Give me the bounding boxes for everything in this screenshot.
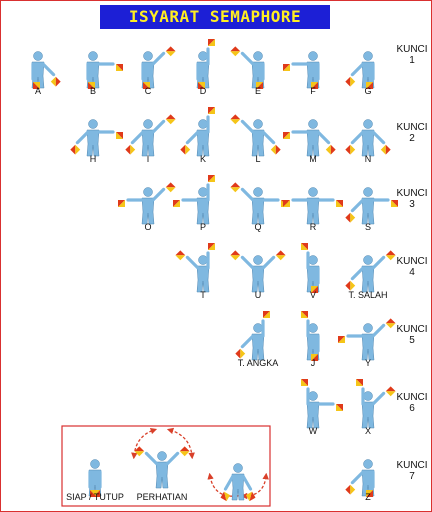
semaphore-figure: M (283, 119, 336, 164)
semaphore-figure (220, 463, 256, 502)
semaphore-figure: I (125, 114, 176, 164)
kunci-word: KUNCI (396, 256, 427, 267)
figure-label: G (364, 86, 371, 96)
figure-label: E (255, 86, 261, 96)
semaphore-figure: S (345, 187, 398, 232)
semaphore-figure: T (175, 243, 215, 300)
figure-label: F (310, 86, 316, 96)
kunci-word: KUNCI (396, 324, 427, 335)
semaphore-figure: C (141, 46, 176, 96)
semaphore-figure: H (70, 119, 123, 164)
figure-label: W (309, 426, 318, 436)
kunci-word: KUNCI (396, 44, 427, 55)
kunci-number: 4 (409, 267, 415, 278)
semaphore-figure: N (345, 119, 391, 164)
figure-label: Z (365, 492, 371, 502)
kunci-word: KUNCI (396, 392, 427, 403)
kunci-number: 5 (409, 335, 415, 346)
figure-label: Q (254, 222, 261, 232)
figure-label: Y (365, 358, 371, 368)
figure-label: L (255, 154, 260, 164)
figure-label: M (309, 154, 317, 164)
figure-label: X (365, 426, 371, 436)
figure-label: N (365, 154, 372, 164)
motion-arrows (131, 427, 269, 500)
figure-label: P (200, 222, 206, 232)
figure-label: H (90, 154, 97, 164)
semaphore-figure: X (356, 379, 396, 436)
figure-label: T (200, 290, 206, 300)
semaphore-figure: T. ANGKA (235, 311, 278, 368)
figure-label: J (311, 358, 316, 368)
figure-label: A (35, 86, 41, 96)
semaphore-figure: Z (345, 459, 375, 502)
figure-label: V (310, 290, 316, 300)
kunci-word: KUNCI (396, 460, 427, 471)
semaphore-figure: P (173, 175, 215, 232)
semaphore-figure: T. SALAH (345, 250, 396, 300)
figure-label: R (310, 222, 317, 232)
figure-label: T. SALAH (348, 290, 387, 300)
semaphore-figure: A (31, 51, 61, 96)
semaphore-figure: V (301, 243, 320, 300)
semaphore-figure: U (230, 250, 286, 300)
figure-label: C (145, 86, 152, 96)
semaphore-figure: K (180, 107, 215, 164)
kunci-number: 3 (409, 199, 415, 210)
kunci-number: 7 (409, 471, 415, 482)
figure-label: S (365, 222, 371, 232)
figure-label: I (147, 154, 150, 164)
semaphore-figure: O (118, 182, 176, 232)
kunci-number: 6 (409, 403, 415, 414)
semaphore-figure: J (301, 311, 320, 368)
semaphore-figure: E (230, 46, 265, 96)
semaphore-figure: G (345, 51, 375, 96)
special-signals-box (61, 425, 271, 507)
figure-label: PERHATIAN (137, 492, 188, 502)
figure-label: K (200, 154, 206, 164)
kunci-word: KUNCI (396, 122, 427, 133)
figure-label: O (144, 222, 151, 232)
figure-label: SIAP / TUTUP (66, 492, 124, 502)
kunci-number: 2 (409, 133, 415, 144)
semaphore-figure: Q (230, 182, 288, 232)
semaphore-figure: Y (338, 318, 396, 368)
semaphore-figure: SIAP / TUTUP (66, 459, 124, 502)
semaphore-figure: PERHATIAN (134, 446, 190, 502)
figure-label: D (200, 86, 207, 96)
semaphore-figure: B (86, 51, 123, 96)
figure-label: U (255, 290, 262, 300)
semaphore-figure: R (283, 187, 343, 232)
kunci-number: 1 (409, 55, 415, 66)
semaphore-figure: F (283, 51, 320, 96)
figure-label: B (90, 86, 96, 96)
title-banner: ISYARAT SEMAPHORE (100, 5, 330, 29)
figure-label: T. ANGKA (238, 358, 279, 368)
semaphore-figure: L (230, 114, 281, 164)
kunci-word: KUNCI (396, 188, 427, 199)
semaphore-figure: W (301, 379, 343, 436)
page-title: ISYARAT SEMAPHORE (128, 7, 302, 26)
semaphore-figure: D (196, 39, 215, 96)
